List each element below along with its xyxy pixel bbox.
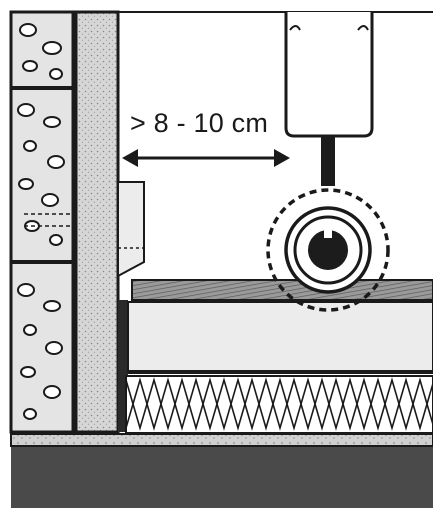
plaster-layer xyxy=(74,10,120,434)
pipe-core xyxy=(308,230,348,270)
distance-label: > 8 - 10 cm xyxy=(130,108,268,138)
base-slab xyxy=(10,433,433,508)
edge-strip xyxy=(117,181,145,432)
insulation-layer xyxy=(125,375,433,434)
distance-dimension: > 8 - 10 cm xyxy=(122,108,290,167)
drill-tool xyxy=(284,12,374,186)
masonry-wall xyxy=(9,10,140,434)
edge-insulation-strip xyxy=(118,300,128,432)
drill-bit xyxy=(321,136,335,186)
pipe-detail xyxy=(266,188,390,312)
screed-layer xyxy=(127,301,433,374)
